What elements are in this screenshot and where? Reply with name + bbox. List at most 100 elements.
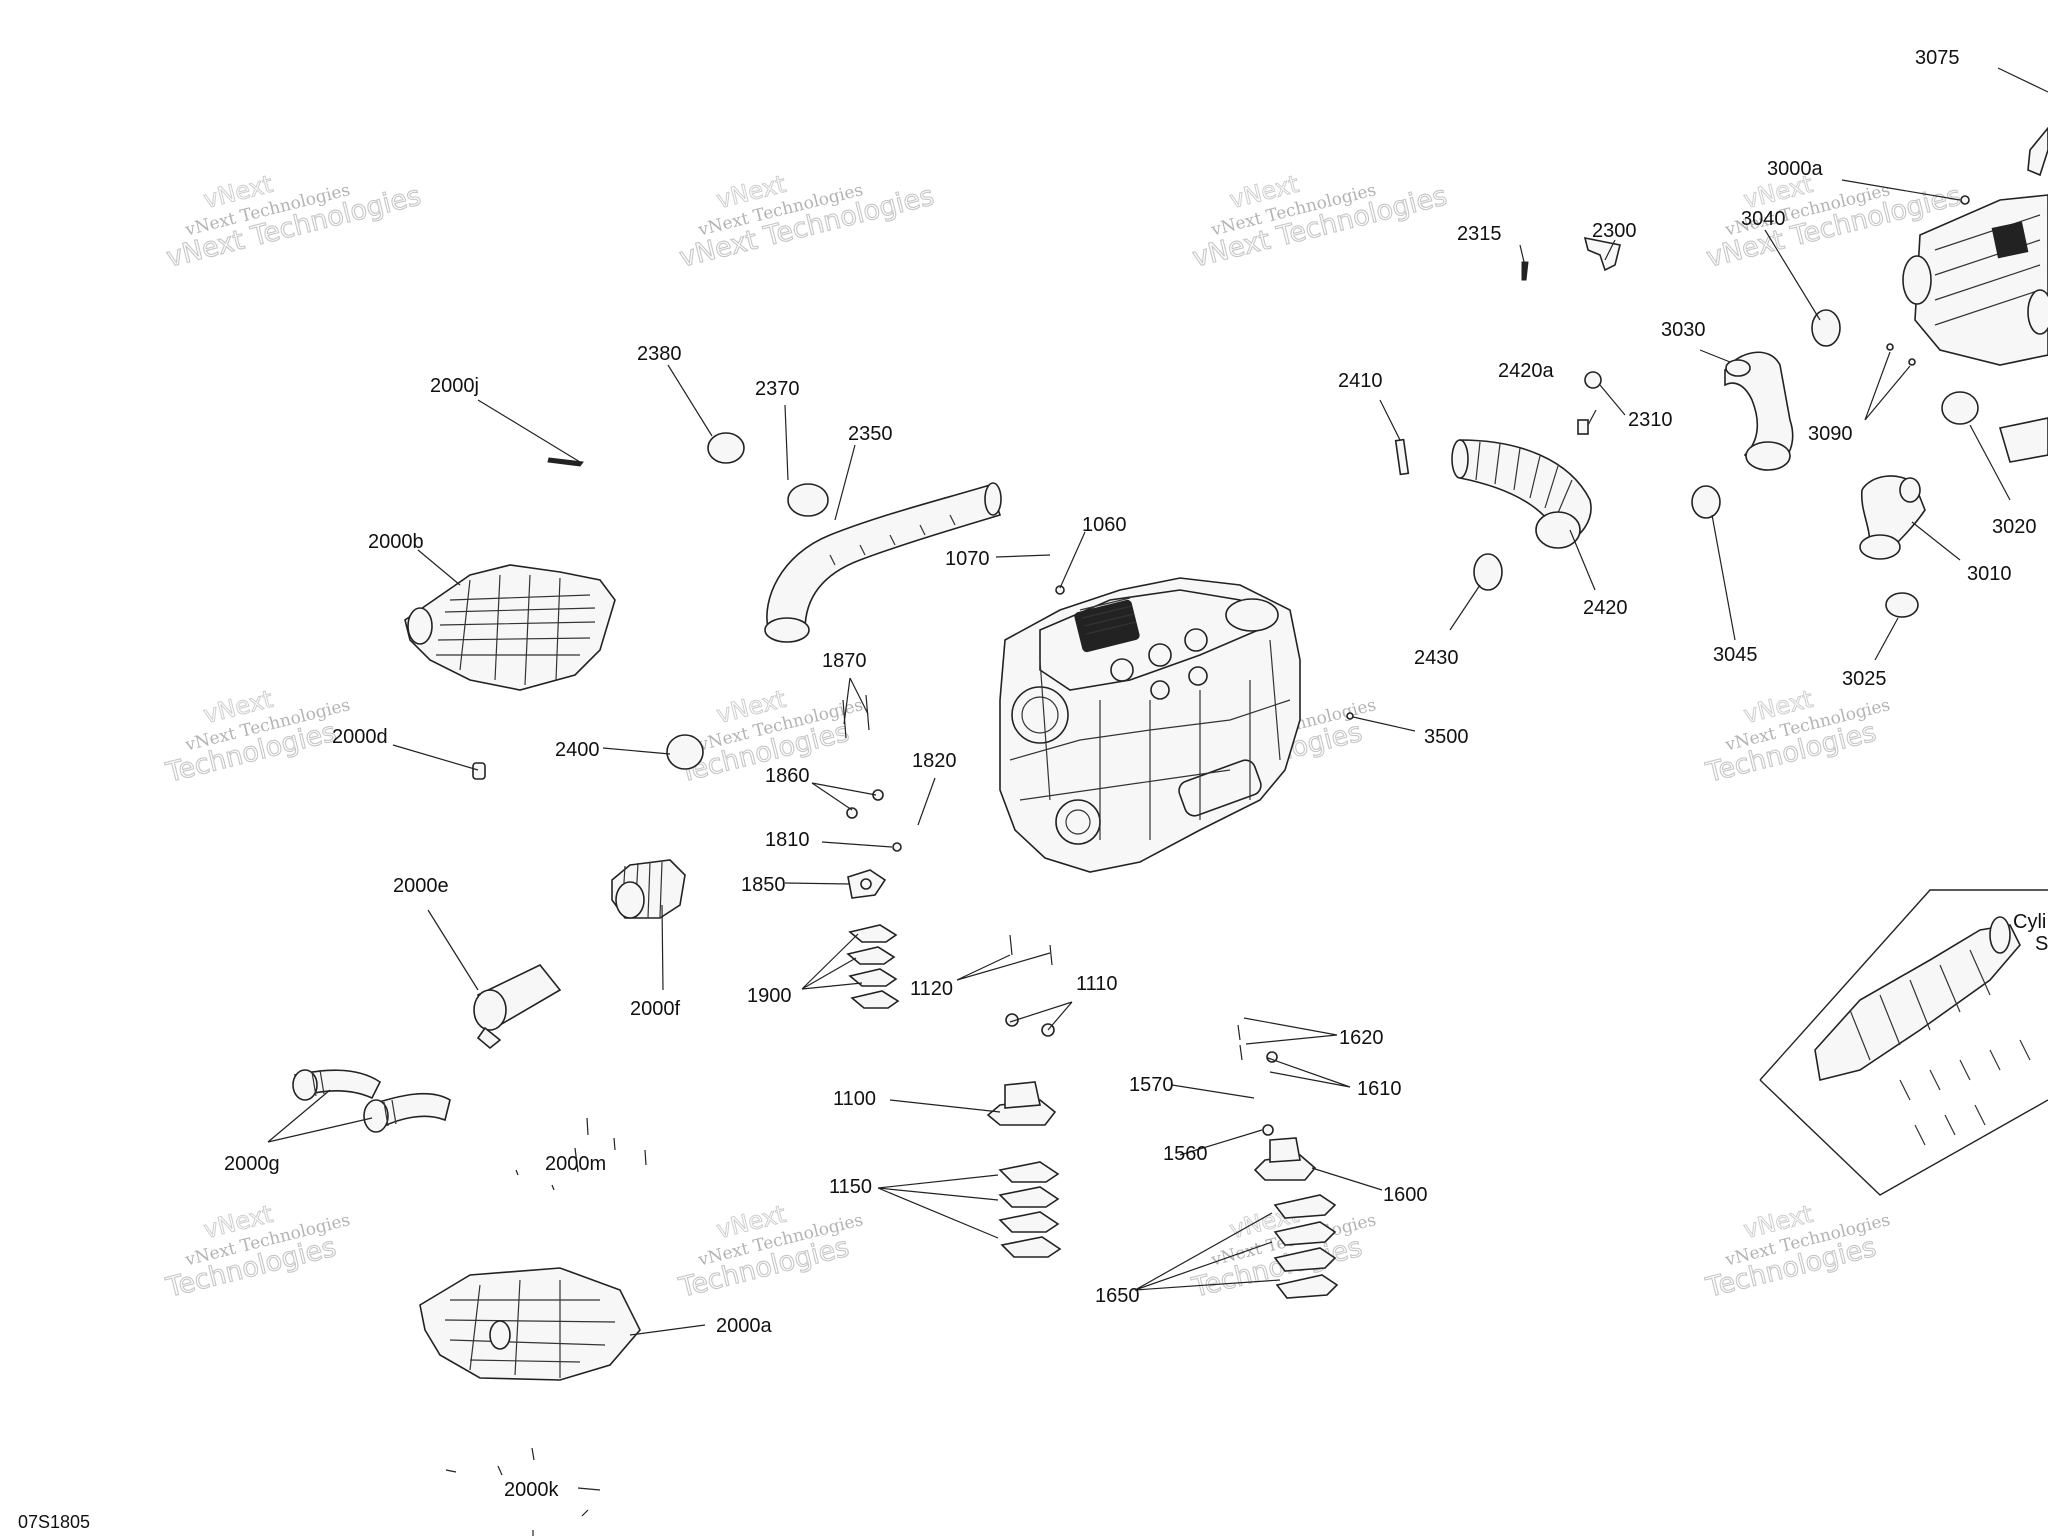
hose-clamp-drawing[interactable] [666, 734, 704, 770]
part-label-3030[interactable]: 3030 [1661, 319, 1706, 341]
part-label-1850[interactable]: 1850 [741, 874, 786, 896]
hose-clamp-drawing[interactable] [1811, 309, 1841, 347]
engine-assembly-drawing[interactable] [999, 577, 1301, 873]
part-label-3500[interactable]: 3500 [1424, 726, 1469, 748]
hose-clamp-drawing[interactable] [1885, 592, 1919, 618]
part-label-2000k[interactable]: 2000k [504, 1479, 559, 1501]
fastener-drawing[interactable] [1583, 236, 1621, 272]
part-label-1870[interactable]: 1870 [822, 650, 867, 672]
part-label-2000j[interactable]: 2000j [430, 375, 479, 397]
part-label-2000f[interactable]: 2000f [630, 998, 680, 1020]
engine-mount-drawing[interactable] [1253, 1137, 1317, 1181]
fastener-drawing[interactable] [1521, 261, 1529, 281]
watermark: vNext vNext Technologies Technologies [162, 1199, 352, 1304]
fastener-drawing[interactable] [1886, 343, 1894, 351]
fastener-drawing[interactable] [1394, 438, 1410, 476]
part-label-1900[interactable]: 1900 [747, 985, 792, 1007]
part-label-1570[interactable]: 1570 [1129, 1074, 1174, 1096]
elbow-hose-drawing[interactable] [292, 1069, 382, 1101]
fastener-drawing[interactable] [1262, 1124, 1274, 1136]
intake-tube-drawing[interactable] [764, 482, 1002, 643]
part-label-3075[interactable]: 3075 [1915, 47, 1960, 69]
hose-clamp-drawing[interactable] [707, 432, 745, 464]
part-label-1120[interactable]: 1120 [910, 978, 953, 1000]
bellows-coupler-drawing[interactable] [611, 859, 686, 919]
part-label-1620[interactable]: 1620 [1339, 1027, 1384, 1049]
engine-mount-drawing[interactable] [986, 1081, 1057, 1126]
part-label-1820[interactable]: 1820 [912, 750, 957, 772]
fastener-drawing[interactable] [846, 807, 858, 819]
mount-bracket-drawing[interactable] [847, 869, 887, 899]
part-label-1070[interactable]: 1070 [945, 548, 990, 570]
part-label-3010[interactable]: 3010 [1967, 563, 2012, 585]
fastener-drawing[interactable] [1055, 585, 1065, 595]
gasket-plate-drawing[interactable] [1998, 417, 2048, 463]
part-label-2000d[interactable]: 2000d [332, 726, 388, 748]
hose-clamp-drawing[interactable] [1941, 391, 1979, 425]
part-labels: 3075 3000a 3040 2315 2300 3030 2420a 241… [224, 47, 2037, 1501]
part-label-3025[interactable]: 3025 [1842, 668, 1887, 690]
silicone-coupler-drawing[interactable] [1859, 475, 1926, 560]
part-label-2380[interactable]: 2380 [637, 343, 682, 365]
part-label-1860[interactable]: 1860 [765, 765, 810, 787]
shim-stack-drawing[interactable] [846, 924, 900, 1009]
hose-clamp-drawing[interactable] [1691, 485, 1721, 519]
part-label-2430[interactable]: 2430 [1414, 647, 1459, 669]
fastener-drawing[interactable] [1266, 1051, 1278, 1063]
inset-title: Cyli [2013, 911, 2046, 933]
sensor-drawing[interactable] [2027, 126, 2048, 177]
fastener-drawing[interactable] [472, 762, 486, 780]
oil-pan-drawing[interactable] [419, 1267, 641, 1381]
part-label-2000b[interactable]: 2000b [368, 531, 424, 553]
watermark: vNext vNext Technologies Technologies [1702, 1199, 1892, 1304]
part-label-2370[interactable]: 2370 [755, 378, 800, 400]
part-label-2000a[interactable]: 2000a [716, 1315, 772, 1337]
watermark: vNext vNext Technologies vNext Technolog… [1189, 169, 1451, 274]
part-label-1610[interactable]: 1610 [1357, 1078, 1402, 1100]
shim-stack-drawing[interactable] [1273, 1194, 1339, 1299]
part-label-2400[interactable]: 2400 [555, 739, 600, 761]
part-label-2350[interactable]: 2350 [848, 423, 893, 445]
leader-lines [267, 67, 2048, 1336]
part-label-3045[interactable]: 3045 [1713, 644, 1758, 666]
fastener-drawing[interactable] [1577, 419, 1589, 435]
part-label-1600[interactable]: 1600 [1383, 1184, 1428, 1206]
shim-stack-drawing[interactable] [998, 1161, 1062, 1258]
fastener-drawing[interactable] [1584, 371, 1602, 389]
part-label-1650[interactable]: 1650 [1095, 1285, 1140, 1307]
fastener-drawing[interactable] [1960, 195, 1970, 205]
part-label-1150[interactable]: 1150 [829, 1176, 872, 1198]
part-label-2310[interactable]: 2310 [1628, 409, 1673, 431]
fastener-drawing[interactable] [892, 842, 902, 852]
part-label-2410[interactable]: 2410 [1338, 370, 1383, 392]
part-label-2420[interactable]: 2420 [1583, 597, 1628, 619]
part-label-2420a[interactable]: 2420a [1498, 360, 1554, 382]
hose-clamp-drawing[interactable] [787, 483, 829, 517]
part-label-2315[interactable]: 2315 [1457, 223, 1502, 245]
part-label-3040[interactable]: 3040 [1741, 208, 1786, 230]
coolant-tube-drawing[interactable] [473, 964, 562, 1050]
part-label-1810[interactable]: 1810 [765, 829, 810, 851]
intercooler-drawing[interactable] [1902, 194, 2048, 366]
fastener-drawing[interactable] [1346, 712, 1354, 720]
part-label-1060[interactable]: 1060 [1082, 514, 1127, 536]
intake-cover-drawing[interactable] [404, 564, 616, 691]
elbow-hose-drawing[interactable] [363, 1092, 451, 1133]
part-label-1110[interactable]: 1110 [1076, 973, 1118, 995]
hose-clamp-drawing[interactable] [1473, 553, 1503, 591]
part-label-3000a[interactable]: 3000a [1767, 158, 1823, 180]
part-label-2300[interactable]: 2300 [1592, 220, 1637, 242]
cylinder-inset[interactable]: Cyli S [1759, 889, 2048, 1196]
part-label-1560[interactable]: 1560 [1163, 1143, 1208, 1165]
part-label-3020[interactable]: 3020 [1992, 516, 2037, 538]
part-label-2000g[interactable]: 2000g [224, 1153, 280, 1175]
part-label-2000m[interactable]: 2000m [545, 1153, 606, 1175]
part-label-3090[interactable]: 3090 [1808, 423, 1853, 445]
fastener-drawing[interactable] [547, 457, 584, 467]
part-label-2000e[interactable]: 2000e [393, 875, 449, 897]
fastener-drawing[interactable] [1908, 358, 1916, 366]
silicone-coupler-drawing[interactable] [1724, 351, 1794, 471]
corrugated-hose-drawing[interactable] [1451, 439, 1592, 549]
part-label-1100[interactable]: 1100 [833, 1088, 876, 1110]
